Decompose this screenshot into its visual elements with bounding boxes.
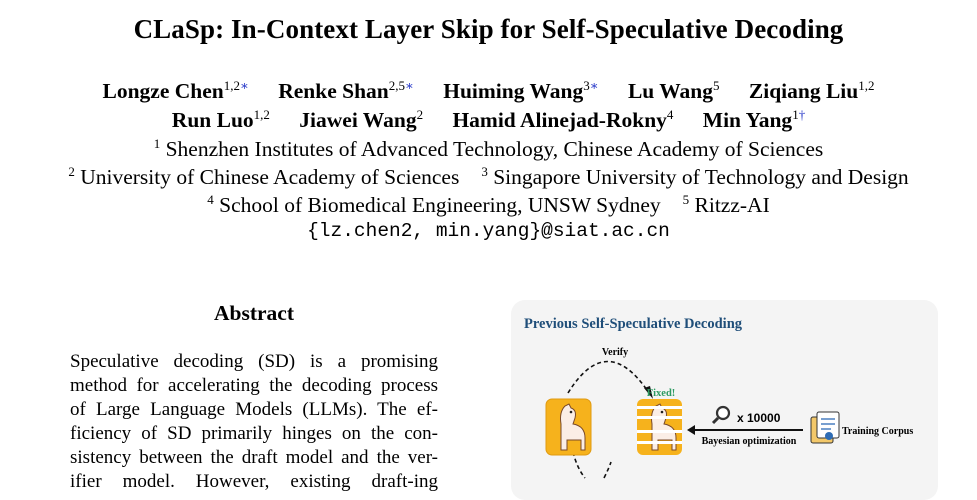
llama-icon	[545, 398, 592, 456]
lower-arc-left	[572, 451, 586, 479]
skipped-layers-llama-icon	[637, 399, 682, 455]
author: Jiawei Wang2	[299, 107, 424, 132]
author: Renke Shan2,5∗	[278, 78, 414, 103]
abstract-line: sistency between the draft model and the…	[70, 447, 438, 468]
verify-label: Verify	[602, 347, 628, 358]
optimization-arrowhead	[687, 425, 695, 435]
figure-title: Previous Self-Speculative Decoding	[524, 316, 743, 332]
search-count: x 10000	[737, 411, 781, 425]
author: Min Yang1†	[702, 107, 806, 132]
abstract-line: ifier model. However, existing draft-ing	[70, 471, 438, 492]
corpus-label: Training Corpus	[842, 426, 913, 437]
author: Lu Wang5	[627, 78, 720, 103]
lower-arc-right	[603, 461, 612, 479]
verify-arrowhead	[644, 386, 653, 399]
affiliation-line-2: 2 University of Chinese Academy of Scien…	[68, 164, 909, 189]
affiliation-line-1: 1 Shenzhen Institutes of Advanced Techno…	[153, 136, 824, 161]
abstract-line: Speculative decoding (SD) is a promising	[70, 351, 438, 372]
author: Longze Chen1,2∗	[102, 78, 249, 103]
author-list-row-2: Run Luo1,2 Jiawei Wang2 Hamid Alinejad-R…	[0, 107, 977, 133]
affiliation-line-3: 4 School of Biomedical Engineering, UNSW…	[207, 192, 770, 217]
author: Huiming Wang3∗	[443, 78, 599, 103]
figure-diagram: Verify Fixed! x 10000	[545, 347, 913, 479]
fixed-label: Fixed!	[647, 388, 676, 399]
verify-arrow	[567, 360, 650, 394]
abstract-heading: Abstract	[213, 301, 294, 325]
magnifier-icon	[711, 405, 731, 425]
paper-title: CLaSp: In-Context Layer Skip for Self-Sp…	[133, 14, 844, 44]
author: Hamid Alinejad-Rokny4	[452, 107, 674, 132]
abstract-line: method for accelerating the decoding pro…	[70, 375, 438, 396]
contact-email[interactable]: {lz.chen2, min.yang}@siat.ac.cn	[307, 220, 670, 242]
abstract-line: ficiency of SD primarily hinges on the c…	[70, 423, 438, 444]
author-list-row-1: Longze Chen1,2∗ Renke Shan2,5∗ Huiming W…	[0, 78, 977, 104]
training-corpus-icon	[810, 411, 840, 444]
abstract-line: of Large Language Models (LLMs). The ef-	[70, 399, 438, 420]
author: Run Luo1,2	[171, 107, 270, 132]
author: Ziqiang Liu1,2	[748, 78, 875, 103]
method-label: Bayesian optimization	[702, 436, 797, 447]
method-figure: Previous Self-Speculative Decoding Verif…	[511, 300, 938, 500]
